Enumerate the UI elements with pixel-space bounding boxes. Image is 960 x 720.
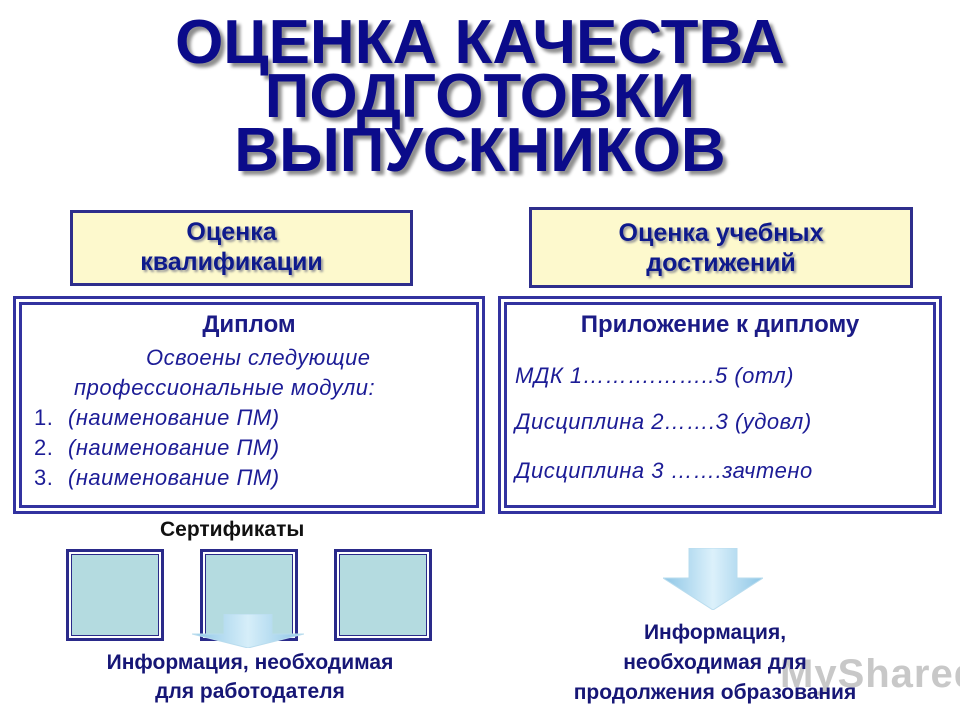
grade-row-2: Дисциплина 2…….3 (удовл) [515,409,812,434]
diploma-panel: Диплом Освоены следующие профессиональны… [13,296,485,514]
module-item-number: 2. [34,435,54,460]
module-item-text: (наименование ПМ) [68,465,280,490]
grade-row-1: МДК 1……….……..5 (отл) [515,363,794,388]
diploma-supplement-title: Приложение к диплому [580,311,860,338]
title-line-1: ОЦЕНКА КАЧЕСТВА [175,8,785,77]
module-item-3: 3. (наименование ПМ) [34,465,280,491]
academic-achievement-header: Оценка учебных достижений [529,207,913,288]
education-info-line-3: продолжения образования [573,681,857,704]
diploma-title: Диплом [202,311,296,338]
diploma-supplement-panel: Приложение к диплому МДК 1……….……..5 (отл… [498,296,942,514]
certificates-label: Сертификаты [160,518,305,541]
qualification-assessment-header: Оценка квалификации [70,210,413,286]
certificate-3 [334,549,432,641]
diploma-intro-line-1: Освоены следующие [146,345,371,370]
academic-achievement-label: Оценка учебных достижений [618,219,824,277]
title-line-2: ПОДГОТОВКИ [264,62,696,131]
employer-info-line-2: для работодателя [155,680,345,703]
arrow-down-icon [192,614,304,648]
module-item-number: 1. [34,405,54,430]
module-item-text: (наименование ПМ) [68,435,280,460]
employer-info: Информация, необходимая для работодателя [40,648,460,706]
certificate-1 [66,549,164,641]
title-line-3: ВЫПУСКНИКОВ [234,116,726,185]
watermark: MyShared [780,652,960,696]
diploma-intro-line-2: профессиональные модули: [74,375,376,400]
qualification-assessment-label: Оценка квалификации [140,218,323,276]
education-info-line-2: необходимая для [623,651,807,674]
module-item-number: 3. [34,465,54,490]
module-item-2: 2. (наименование ПМ) [34,435,280,461]
module-item-text: (наименование ПМ) [68,405,280,430]
employer-info-line-1: Информация, необходимая [106,651,394,674]
module-item-1: 1. (наименование ПМ) [34,405,280,431]
grade-row-3: Дисциплина 3 …….зачтено [515,458,813,483]
arrow-down-icon [663,548,763,610]
education-info-line-1: Информация, [643,621,787,644]
education-info: Информация, необходимая для продолжения … [505,618,925,708]
